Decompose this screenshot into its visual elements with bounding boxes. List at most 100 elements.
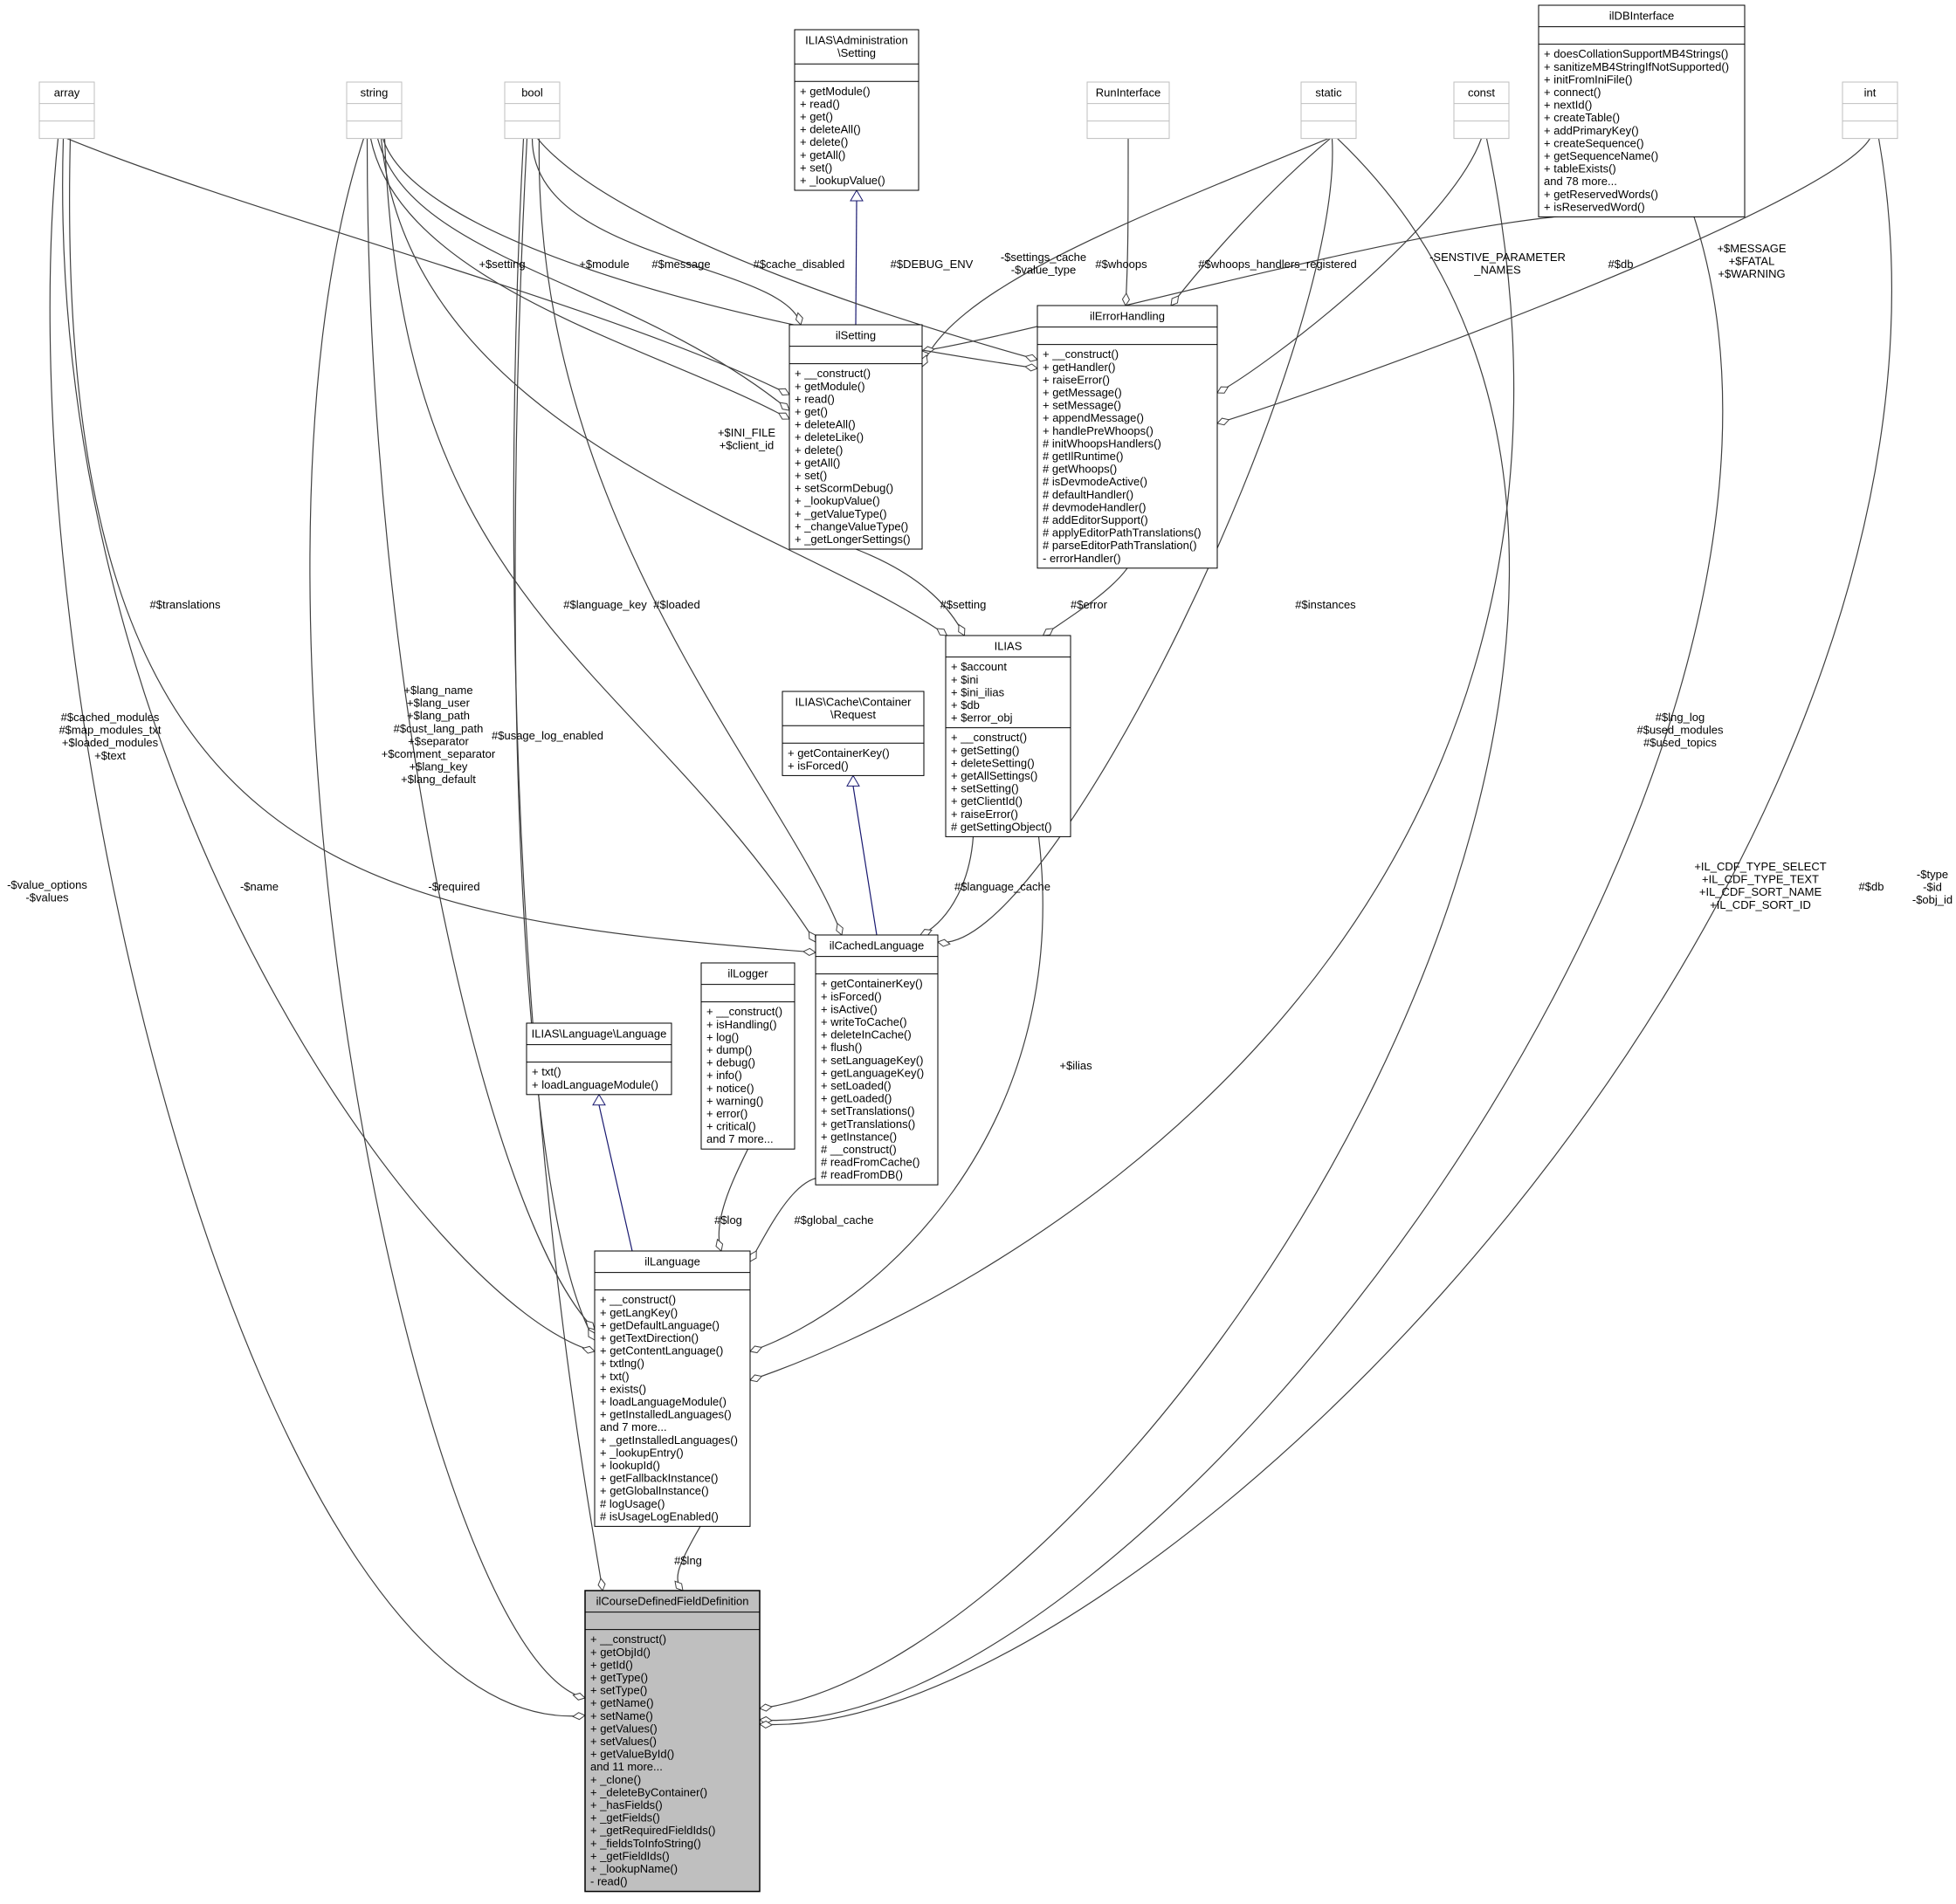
edge-label-line: -SENSTIVE_PARAMETER <box>1429 251 1566 264</box>
edge-label-line: #$db <box>1608 258 1634 271</box>
edges <box>49 138 1892 1729</box>
aggregation-diamond <box>1216 386 1229 394</box>
class-box <box>526 1022 672 1096</box>
class-method: + getAllSettings() <box>951 769 1037 782</box>
class-cache_request[interactable]: ILIAS\Cache\Container\Request+ getContai… <box>782 691 925 776</box>
class-title: \Request <box>830 708 876 721</box>
class-method: + _fieldsToInfoString() <box>590 1837 701 1850</box>
class-method: # getIlRuntime() <box>1043 450 1123 463</box>
class-method: + deleteInCache() <box>821 1028 912 1041</box>
aggregation-diamond <box>958 623 966 636</box>
class-illogger[interactable]: ilLogger+ __construct()+ isHandling()+ l… <box>700 962 795 1150</box>
class-admin_setting[interactable]: ILIAS\Administration\Setting+ getModule(… <box>794 29 919 191</box>
class-method: + isForced() <box>821 990 882 1003</box>
edge-label-line: -$type <box>1917 868 1948 881</box>
class-method: + setScormDebug() <box>795 482 893 495</box>
edge-label-l_translations: #$translations <box>150 598 221 611</box>
class-method: + isForced() <box>788 759 849 772</box>
class-method: + setName() <box>590 1709 653 1722</box>
edge-label-l_global_cache: #$global_cache <box>794 1213 873 1227</box>
edge-label-line: #$used_topics <box>1643 736 1717 749</box>
edge-label-line: +IL_CDF_TYPE_TEXT <box>1702 873 1819 886</box>
class-method: + isReservedWord() <box>1544 200 1645 213</box>
class-method: + __construct() <box>600 1293 676 1306</box>
class-string[interactable]: string <box>346 81 403 140</box>
class-const[interactable]: const <box>1453 81 1510 140</box>
class-title: string <box>361 86 389 100</box>
edge-label-line: _NAMES <box>1473 264 1521 277</box>
class-illanguage[interactable]: ilLanguage+ __construct()+ getLangKey()+… <box>594 1250 751 1527</box>
class-ilcachedlanguage[interactable]: ilCachedLanguage+ getContainerKey()+ isF… <box>815 934 939 1186</box>
class-method: + appendMessage() <box>1043 411 1144 424</box>
class-method: + getTranslations() <box>821 1117 915 1131</box>
class-method: # initWhoopsHandlers() <box>1043 436 1161 450</box>
aggregation-diamond <box>749 1250 757 1262</box>
edge-label-line: #$language_cache <box>954 880 1050 893</box>
class-method: + raiseError() <box>1043 373 1110 386</box>
edge-label-l_lang_name: +$lang_name+$lang_user+$lang_path#$cust_… <box>382 684 496 786</box>
class-method: - errorHandler() <box>1043 552 1121 565</box>
edge-label-l_lng_log: #$lng_log#$used_modules#$used_topics <box>1636 711 1724 749</box>
class-method: + __construct() <box>706 1005 782 1018</box>
class-bool[interactable]: bool <box>504 81 561 140</box>
class-method: + sanitizeMB4StringIfNotSupported() <box>1544 60 1729 73</box>
class-box <box>945 635 1071 837</box>
class-title: RunInterface <box>1096 86 1161 100</box>
class-method: + getSequenceName() <box>1544 149 1658 162</box>
edge-label-line: +$text <box>94 749 126 762</box>
aggregation-diamond <box>836 922 844 936</box>
class-array[interactable]: array <box>38 81 95 140</box>
class-method: + getReservedWords() <box>1544 188 1658 201</box>
aggregation-diamond <box>674 1580 684 1591</box>
class-method: + notice() <box>706 1082 754 1095</box>
class-box <box>1037 305 1218 569</box>
class-method: + _lookupName() <box>590 1862 678 1875</box>
class-method: + txt() <box>532 1065 561 1078</box>
class-title: \Setting <box>837 46 876 59</box>
edge-label-line: -$values <box>25 891 69 904</box>
class-method: + txt() <box>600 1370 630 1383</box>
class-method: # addEditorSupport() <box>1043 513 1148 526</box>
class-method: # logUsage() <box>600 1497 665 1510</box>
class-method: + getFallbackInstance() <box>600 1472 718 1485</box>
class-nodes: array string bool ILIAS\Administration\Sett… <box>38 4 1898 1893</box>
aggregation-diamond <box>921 346 935 354</box>
edge-label-line: +$client_id <box>720 439 775 452</box>
class-ilsetting[interactable]: ilSetting+ __construct()+ getModule()+ r… <box>789 324 923 550</box>
class-method: + getMessage() <box>1043 386 1122 399</box>
class-method: + getContentLanguage() <box>600 1344 723 1358</box>
class-method: + connect() <box>1544 86 1601 99</box>
edge-label-l_db_cdf: #$db <box>1859 880 1884 893</box>
class-method: + warning() <box>706 1094 763 1107</box>
edge-label-l_value_options: -$value_options-$values <box>7 878 87 904</box>
aggregation-diamond <box>758 1720 773 1729</box>
class-method: + getValues() <box>590 1722 658 1735</box>
edge-label-l_required: -$required <box>428 880 479 893</box>
aggregation-diamond <box>1024 354 1038 362</box>
edge-label-line: +$lang_default <box>401 773 476 786</box>
aggregation-diamond <box>779 402 790 411</box>
class-runinterface[interactable]: RunInterface <box>1086 81 1170 140</box>
edge-label-l_cdf_types: +IL_CDF_TYPE_SELECT+IL_CDF_TYPE_TEXT+IL_… <box>1694 860 1826 911</box>
edge-label-line: #$whoops <box>1095 258 1147 271</box>
class-ilias[interactable]: ILIAS+ $account+ $ini+ $ini_ilias+ $db+ … <box>945 635 1071 837</box>
class-box <box>815 934 939 1186</box>
class-method: # applyEditorPathTranslations() <box>1043 526 1202 540</box>
aggregation-diamond <box>1121 292 1130 307</box>
class-method: + getModule() <box>800 85 871 98</box>
class-ildbinterface[interactable]: ilDBInterface+ doesCollationSupportMB4St… <box>1538 4 1746 217</box>
edge-label-line: +$lang_name <box>403 684 472 697</box>
class-title: ILIAS\Cache\Container <box>795 696 913 709</box>
edge-label-l_name: -$name <box>240 880 279 893</box>
class-ilerrorhandling[interactable]: ilErrorHandling+ __construct()+ getHandl… <box>1037 305 1218 569</box>
class-method: + critical() <box>706 1120 756 1133</box>
inheritance-arrow <box>850 189 864 202</box>
edge-label-l_message: #$message <box>651 258 710 271</box>
class-static[interactable]: static <box>1300 81 1357 140</box>
class-ilcdfd[interactable]: ilCourseDefinedFieldDefinition+ __constr… <box>584 1590 761 1893</box>
class-language_if[interactable]: ILIAS\Language\Language+ txt()+ loadLang… <box>526 1022 672 1096</box>
edge-label-l_db_err: #$db <box>1608 258 1634 271</box>
class-method: + delete() <box>795 443 843 457</box>
aggregation-diamond <box>572 1712 587 1721</box>
class-int[interactable]: int <box>1842 81 1898 140</box>
